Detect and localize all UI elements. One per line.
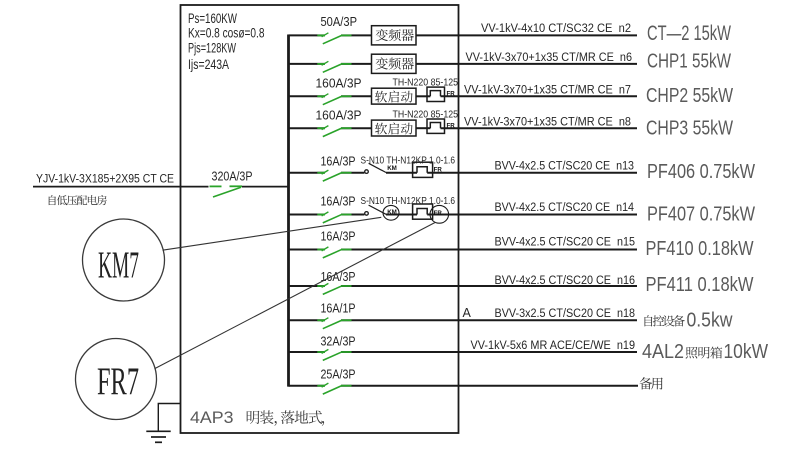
svg-text:50A/3P: 50A/3P <box>321 14 358 29</box>
svg-text:FR: FR <box>447 91 456 98</box>
svg-text:CT—2 15kW: CT—2 15kW <box>647 22 731 45</box>
svg-text:BVV-4x2.5 CT/SC20 CE n14: BVV-4x2.5 CT/SC20 CE n14 <box>495 200 635 214</box>
svg-text:VV-1kV-5x6 MR ACE/CE/WE n19: VV-1kV-5x6 MR ACE/CE/WE n19 <box>471 338 636 352</box>
svg-text:VV-1kV-4x10 CT/SC32 CE n2: VV-1kV-4x10 CT/SC32 CE n2 <box>481 21 631 35</box>
svg-text:Ps=160KW: Ps=160KW <box>188 11 237 26</box>
svg-text:BVV-4x2.5 CT/SC20 CE n15: BVV-4x2.5 CT/SC20 CE n15 <box>495 235 636 249</box>
svg-text:YJV-1kV-3X185+2X95 CT CE: YJV-1kV-3X185+2X95 CT CE <box>36 172 174 186</box>
svg-text:FR: FR <box>447 122 456 129</box>
svg-text:PF407 0.75kW: PF407 0.75kW <box>647 204 755 226</box>
svg-text:0.5kw: 0.5kw <box>687 310 733 332</box>
svg-text:PF406 0.75kW: PF406 0.75kW <box>647 161 755 183</box>
svg-text:PF410 0.18kW: PF410 0.18kW <box>646 238 754 260</box>
svg-text:CHP1 55kW: CHP1 55kW <box>647 51 731 73</box>
svg-text:A: A <box>463 306 472 320</box>
svg-text:320A/3P: 320A/3P <box>212 169 253 184</box>
svg-text:10kW: 10kW <box>724 340 769 363</box>
svg-text:Kx=0.8 cosø=0.8: Kx=0.8 cosø=0.8 <box>188 26 265 41</box>
svg-text:KM: KM <box>387 165 397 172</box>
svg-text:16A/3P: 16A/3P <box>321 154 356 169</box>
svg-text:4AL2: 4AL2 <box>642 340 684 363</box>
svg-text:BVV-4x2.5 CT/SC20 CE n16: BVV-4x2.5 CT/SC20 CE n16 <box>495 273 636 287</box>
svg-text:VV-1kV-3x70+1x35 CT/MR CE n8: VV-1kV-3x70+1x35 CT/MR CE n8 <box>464 115 631 129</box>
svg-text:160A/3P: 160A/3P <box>316 76 362 91</box>
svg-text:PF411 0.18kW: PF411 0.18kW <box>646 274 754 296</box>
svg-text:16A/3P: 16A/3P <box>321 269 356 284</box>
svg-text:FR7: FR7 <box>97 360 139 403</box>
svg-text:Pjs=128KW: Pjs=128KW <box>188 41 236 56</box>
svg-text:CHP3 55kW: CHP3 55kW <box>646 117 733 139</box>
svg-text:VV-1kV-3x70+1x35 CT/MR CE n7: VV-1kV-3x70+1x35 CT/MR CE n7 <box>464 83 631 97</box>
svg-text:25A/3P: 25A/3P <box>321 367 356 382</box>
svg-text:CHP2 55kW: CHP2 55kW <box>646 85 733 107</box>
svg-text:16A/3P: 16A/3P <box>321 194 356 209</box>
svg-text:BVV-4x2.5 CT/SC20 CE n13: BVV-4x2.5 CT/SC20 CE n13 <box>495 159 635 173</box>
svg-text:TH-N220 85-125: TH-N220 85-125 <box>393 77 459 89</box>
svg-text:Ijs=243A: Ijs=243A <box>188 57 229 72</box>
svg-text:16A/3P: 16A/3P <box>321 229 356 244</box>
svg-text:KM: KM <box>387 209 397 216</box>
svg-text:KM7: KM7 <box>98 245 139 287</box>
svg-text:16A/1P: 16A/1P <box>321 301 356 316</box>
svg-text:BVV-3x2.5 CT/SC20 CE n18: BVV-3x2.5 CT/SC20 CE n18 <box>495 306 636 320</box>
svg-text:S-N10 TH-N12KP 1.0-1.6: S-N10 TH-N12KP 1.0-1.6 <box>361 195 456 207</box>
svg-text:160A/3P: 160A/3P <box>316 108 362 123</box>
svg-text:VV-1kV-3x70+1x35 CT/MR CE n6: VV-1kV-3x70+1x35 CT/MR CE n6 <box>466 50 633 64</box>
svg-text:32A/3P: 32A/3P <box>321 334 356 349</box>
svg-text:S-N10 TH-N12KP 1.0-1.6: S-N10 TH-N12KP 1.0-1.6 <box>361 155 456 167</box>
svg-text:TH-N220 85-125: TH-N220 85-125 <box>393 108 459 120</box>
svg-text:FR: FR <box>434 210 443 217</box>
svg-text:FR: FR <box>434 167 443 174</box>
svg-text:4AP3: 4AP3 <box>190 409 234 427</box>
